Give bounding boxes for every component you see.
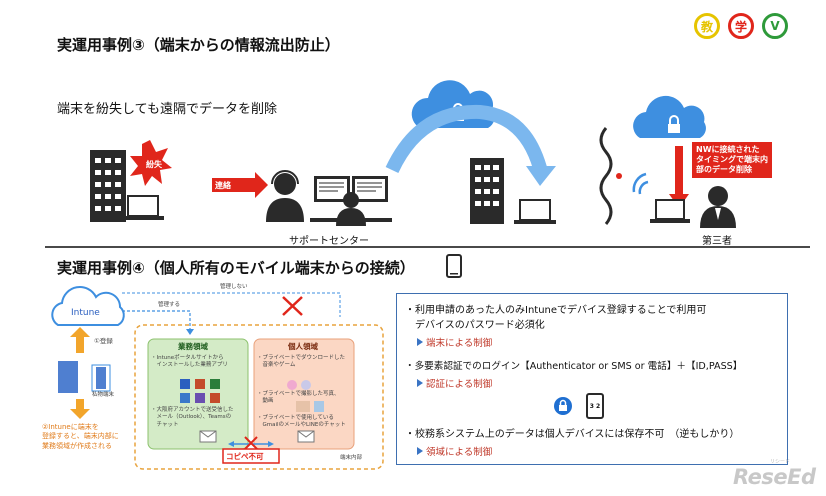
wavy-divider: [599, 127, 622, 225]
laptop-icon: [650, 199, 690, 223]
building-icon: [90, 150, 126, 222]
device-label: 私物端末: [92, 392, 115, 398]
point-data: ・校務系システム上のデータは個人デバイスには保存不可 （逆もしかり）: [405, 429, 740, 440]
lost-burst-icon: [130, 140, 172, 186]
authenticator-icon: [554, 397, 572, 415]
personal-note-music: ・プライベートでダウンロードした 音楽やゲーム: [257, 355, 346, 369]
business-area-label: 業務領域: [178, 342, 208, 351]
manage-label: 管理する: [158, 302, 181, 308]
wifi-icon: [632, 172, 649, 195]
personal-area-label: 個人領域: [288, 342, 318, 351]
remote-wipe-arrow: [385, 104, 556, 186]
lost-label: 紛失: [146, 160, 162, 169]
pointer-triangle-icon: [417, 447, 423, 455]
inside-device-label: 端末内部: [340, 455, 363, 461]
watermark-logo: ReseEd: [733, 465, 816, 489]
pointer-triangle-icon: [417, 379, 423, 387]
section-divider: [45, 246, 810, 248]
nw-note: NWに接続された タイミングで端末内 部のデータ削除: [692, 142, 772, 178]
building-icon: [470, 158, 504, 224]
point-auth-sub-label: 認証による制御: [426, 379, 493, 390]
business-note-apps: ・Intuneポータルサイトから インストールした業務アプリ: [151, 355, 228, 369]
smartphone-icon: [446, 254, 462, 278]
pointer-triangle-icon: [417, 338, 423, 346]
badge-v: V: [762, 13, 788, 39]
case3-scene: [90, 80, 736, 228]
case4-title: 実運用事例④（個人所有のモバイル端末からの接続）: [57, 259, 415, 277]
point-data-sub-label: 領域による制御: [426, 447, 493, 458]
operator-icon: [266, 170, 304, 222]
point-device-sub: 端末による制御: [405, 335, 492, 349]
code-phone-icon: 3 2: [586, 393, 604, 419]
badge-kyo: 教: [694, 13, 720, 39]
subject-badges: 教 学 V: [694, 11, 794, 41]
copy-block-label: コピペ不可: [226, 452, 264, 461]
laptop-icon: [514, 199, 556, 224]
case3-title: 実運用事例③（端末からの情報流出防止）: [57, 36, 340, 54]
code-digits: 3 2: [589, 402, 601, 410]
point-data-sub: 領域による制御: [405, 444, 492, 458]
badge-gaku: 学: [728, 13, 754, 39]
third-party-icon: [700, 186, 736, 228]
no-manage-label: 管理しない: [220, 284, 248, 290]
third-party-label: 第三者: [702, 236, 732, 247]
business-note-mail: ・大阪府アカウントで送受信した メール（Outlook）、Teamsの チャット: [151, 407, 234, 428]
wipe-down-arrow: [669, 146, 689, 208]
remote-wipe-label: リモートワイプ: [425, 141, 489, 151]
contact-arrow: [212, 172, 268, 198]
personal-note-gmail: ・プライベートで使用している GmailのメールやLINEのチャット: [257, 415, 346, 429]
monitor-icon: [310, 176, 392, 226]
point-device-line2: デバイスのパスワード必須化: [405, 320, 545, 331]
cloud-lock-icon: [633, 95, 706, 138]
laptop-icon: [122, 195, 164, 220]
point-device-sub-label: 端末による制御: [426, 338, 493, 349]
case3-subtitle: 端末を紛失しても遠隔でデータを削除: [57, 102, 277, 117]
intune-diagram: Intune 管理しない 管理する ①登録 私物端末 ②Intuneに端末を 登…: [40, 283, 386, 473]
register-label: ①登録: [94, 337, 113, 345]
intune-cloud-icon: [51, 286, 125, 326]
control-points-box: ・利用申請のあった人のみIntuneでデバイス登録することで利用可 デバイスのパ…: [396, 293, 788, 465]
point-device-line1: ・利用申請のあった人のみIntuneでデバイス登録することで利用可: [405, 305, 707, 316]
support-center-label: サポートセンター: [289, 236, 369, 247]
point-auth: ・多要素認証でのログイン【Authenticator or SMS or 電話】…: [405, 361, 743, 372]
point-auth-sub: 認証による制御: [405, 376, 492, 390]
personal-note-photo: ・プライベートで撮影した写真、 動画: [257, 391, 340, 405]
intune-label: Intune: [71, 308, 100, 318]
step2-text: ②Intuneに端末を 登録すると、端末内部に 業務領域が作成される: [42, 423, 119, 450]
contact-label: 連絡: [215, 181, 231, 190]
no-manage-x-icon: [282, 296, 303, 316]
watermark-ruby: リシード: [770, 459, 791, 465]
